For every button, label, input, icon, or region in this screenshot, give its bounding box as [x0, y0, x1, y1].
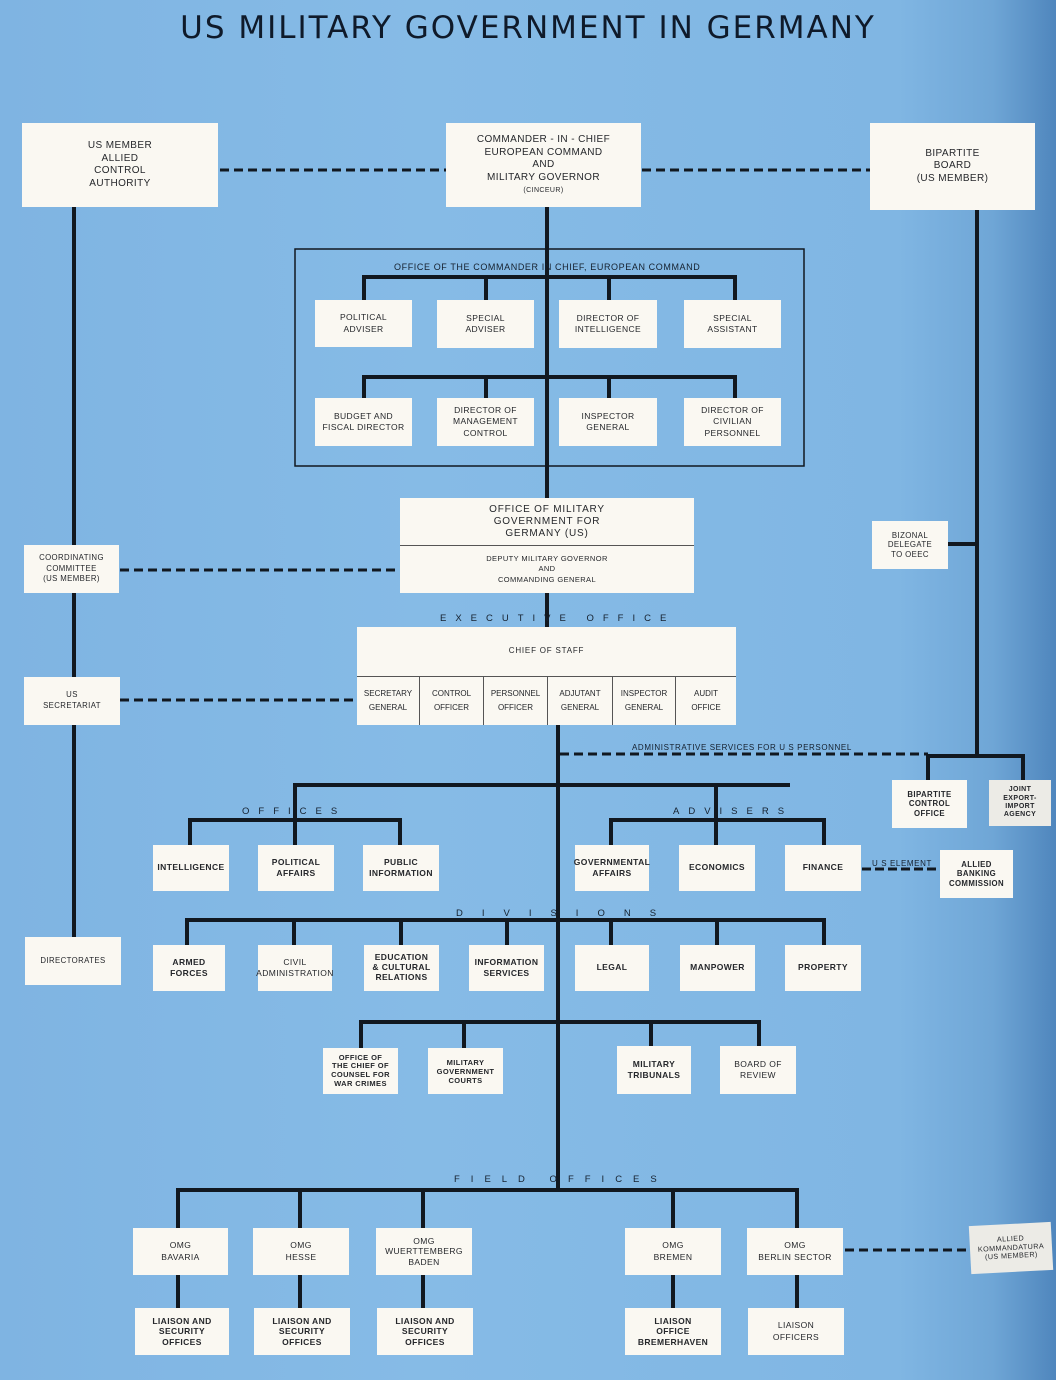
allied-control-authority-box[interactable]: US MEMBER ALLIED CONTROL AUTHORITY — [22, 123, 218, 207]
liaison-box[interactable]: LIAISON OFFICERS — [748, 1308, 844, 1355]
bizonal-delegate-box[interactable]: BIZONAL DELEGATE TO OEEC — [872, 521, 948, 569]
court-box[interactable]: OFFICE OF THE CHIEF OF COUNSEL FOR WAR C… — [323, 1048, 398, 1094]
omg-box[interactable]: OMG BREMEN — [625, 1228, 721, 1275]
bipartite-control-office-box[interactable]: BIPARTITE CONTROL OFFICE — [892, 780, 967, 828]
offices-heading: OFFICES — [242, 806, 347, 817]
office-cinc-frame — [294, 248, 805, 467]
exec-cell[interactable]: CONTROL OFFICER — [419, 676, 483, 725]
division-box[interactable]: ARMED FORCES — [153, 945, 225, 991]
division-box[interactable]: PROPERTY — [785, 945, 861, 991]
bipartite-board-box[interactable]: BIPARTITE BOARD (US MEMBER) — [870, 123, 1035, 210]
division-box[interactable]: EDUCATION & CULTURAL RELATIONS — [364, 945, 439, 991]
court-box[interactable]: MILITARY TRIBUNALS — [617, 1046, 691, 1094]
executive-office-heading: EXECUTIVE OFFICE — [440, 613, 676, 624]
court-box[interactable]: BOARD OF REVIEW — [720, 1046, 796, 1094]
court-box[interactable]: MILITARY GOVERNMENT COURTS — [428, 1048, 503, 1094]
us-element-label: U S ELEMENT — [872, 859, 932, 868]
joint-export-import-agency-box[interactable]: JOINT EXPORT-IMPORT AGENCY — [989, 780, 1051, 826]
division-box[interactable]: INFORMATION SERVICES — [469, 945, 544, 991]
division-box[interactable]: CIVIL ADMINISTRATION — [256, 945, 333, 991]
commander-in-chief-box[interactable]: COMMANDER - IN - CHIEF EUROPEAN COMMAND … — [446, 123, 641, 207]
adviser-box[interactable]: ECONOMICS — [679, 845, 755, 891]
allied-kommandatura-box[interactable]: ALLIED KOMMANDATURA (US MEMBER) — [968, 1221, 1054, 1275]
omgus-title: OFFICE OF MILITARY GOVERNMENT FOR GERMAN… — [400, 498, 694, 546]
divisions-heading: DIVISIONS — [456, 908, 676, 919]
exec-cell[interactable]: PERSONNEL OFFICER — [483, 676, 547, 725]
omg-box[interactable]: OMG HESSE — [253, 1228, 349, 1275]
cinc-staff-box[interactable]: SPECIAL ASSISTANT — [684, 300, 781, 348]
omg-box[interactable]: OMG WUERTTEMBERG BADEN — [376, 1228, 472, 1275]
cinc-staff-box[interactable]: INSPECTOR GENERAL — [559, 398, 657, 446]
chart-title: US MILITARY GOVERNMENT IN GERMANY — [180, 10, 876, 46]
cinc-staff-box[interactable]: DIRECTOR OF MANAGEMENT CONTROL — [437, 398, 534, 446]
adviser-box[interactable]: FINANCE — [785, 845, 861, 891]
liaison-box[interactable]: LIAISON AND SECURITY OFFICES — [135, 1308, 229, 1355]
cinc-staff-box[interactable]: DIRECTOR OF CIVILIAN PERSONNEL — [684, 398, 781, 446]
division-box[interactable]: MANPOWER — [680, 945, 755, 991]
office-box[interactable]: POLITICAL AFFAIRS — [258, 845, 334, 891]
office-cinc-heading: OFFICE OF THE COMMANDER IN CHIEF, EUROPE… — [394, 262, 701, 272]
us-secretariat-box[interactable]: US SECRETARIAT — [24, 677, 120, 725]
advisers-heading: ADVISERS — [673, 806, 794, 817]
division-box[interactable]: LEGAL — [575, 945, 649, 991]
field-offices-heading: FIELD OFFICES — [454, 1174, 668, 1185]
commander-abbrev: (CINCEUR) — [523, 187, 564, 195]
allied-banking-commission-box[interactable]: ALLIED BANKING COMMISSION — [940, 850, 1013, 898]
liaison-box[interactable]: LIAISON OFFICE BREMERHAVEN — [625, 1308, 721, 1355]
cinc-staff-box[interactable]: SPECIAL ADVISER — [437, 300, 534, 348]
omgus-deputy: DEPUTY MILITARY GOVERNOR AND COMMANDING … — [486, 554, 608, 584]
office-box[interactable]: INTELLIGENCE — [153, 845, 229, 891]
adviser-box[interactable]: GOVERNMENTAL AFFAIRS — [574, 845, 650, 891]
cinc-staff-box[interactable]: POLITICAL ADVISER — [315, 300, 412, 347]
exec-cell[interactable]: SECRETARY GENERAL — [363, 688, 413, 712]
directorates-box[interactable]: DIRECTORATES — [25, 937, 121, 985]
liaison-box[interactable]: LIAISON AND SECURITY OFFICES — [377, 1308, 473, 1355]
omg-box[interactable]: OMG BAVARIA — [133, 1228, 228, 1275]
office-box[interactable]: PUBLIC INFORMATION — [363, 845, 439, 891]
omgus-box[interactable]: OFFICE OF MILITARY GOVERNMENT FOR GERMAN… — [400, 498, 694, 593]
exec-cell[interactable]: INSPECTOR GENERAL — [612, 676, 675, 725]
chief-of-staff-label: CHIEF OF STAFF — [357, 627, 736, 677]
admin-services-label: ADMINISTRATIVE SERVICES FOR U S PERSONNE… — [632, 743, 852, 752]
commander-title: COMMANDER - IN - CHIEF EUROPEAN COMMAND … — [476, 134, 611, 183]
liaison-box[interactable]: LIAISON AND SECURITY OFFICES — [254, 1308, 350, 1355]
exec-cell[interactable]: AUDIT OFFICE — [675, 676, 736, 725]
omg-box[interactable]: OMG BERLIN SECTOR — [747, 1228, 843, 1275]
cinc-staff-box[interactable]: DIRECTOR OF INTELLIGENCE — [559, 300, 657, 348]
exec-cell[interactable]: ADJUTANT GENERAL — [547, 676, 612, 725]
chief-of-staff-box[interactable]: CHIEF OF STAFF — [357, 627, 736, 725]
cinc-staff-box[interactable]: BUDGET AND FISCAL DIRECTOR — [315, 398, 412, 446]
coordinating-committee-box[interactable]: COORDINATING COMMITTEE (US MEMBER) — [24, 545, 119, 593]
